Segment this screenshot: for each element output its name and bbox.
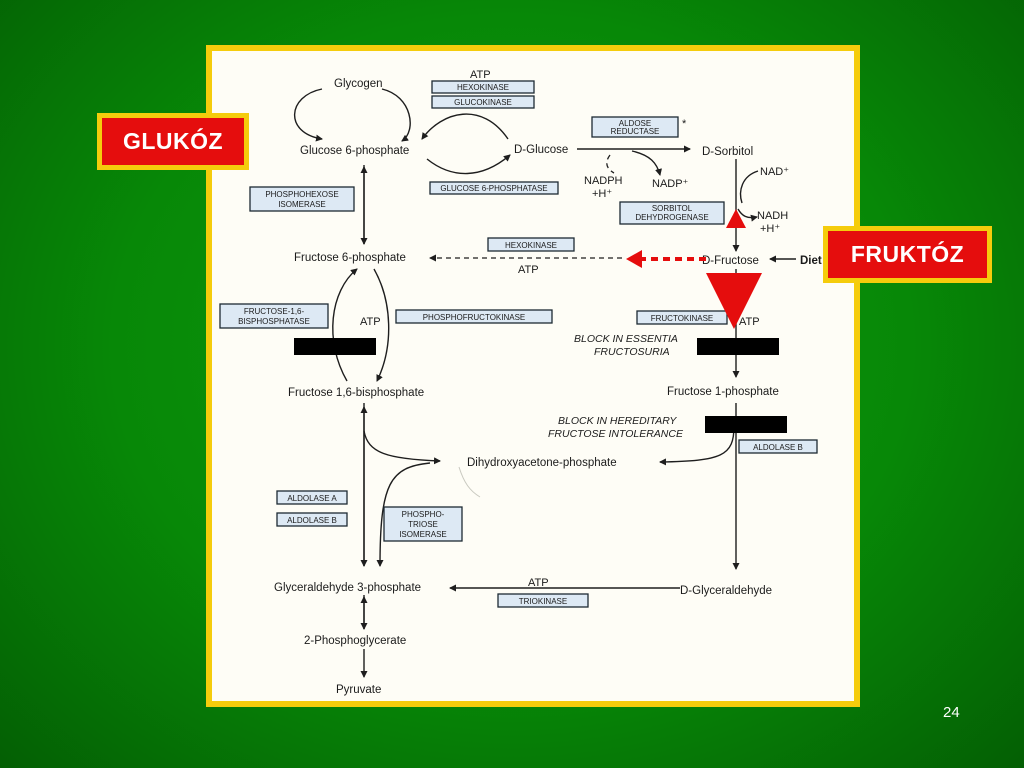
redaction-bars	[294, 338, 787, 433]
node-glycogen: Glycogen	[334, 78, 383, 90]
node-glyceraldehyde-3-phosphate: Glyceraldehyde 3-phosphate	[274, 582, 421, 594]
glucose-to-g6p-arrow	[421, 113, 509, 140]
enzyme-sorbitol-dehydrogenase-1: SORBITOL	[652, 204, 693, 213]
node-d-fructose: D-Fructose	[702, 255, 759, 267]
cofactor-labels: ATP * NADPH +H⁺ NADP⁺ NAD⁺ NADH +H⁺ ATP …	[360, 69, 789, 589]
red-highlights	[626, 209, 762, 329]
nadh-curve-arrow	[737, 208, 758, 222]
enzyme-sorbitol-dehydrogenase-2: DEHYDROGENASE	[635, 213, 708, 222]
red-up-arrowhead	[726, 209, 746, 228]
f1p-to-dhap-arrow	[659, 425, 735, 466]
node-fructose-6-phosphate: Fructose 6-phosphate	[294, 252, 406, 264]
cofactor-atp-top: ATP	[470, 69, 491, 81]
enzyme-fructose-bisphosphatase-2: BISPHOSPHATASE	[238, 317, 310, 326]
pathway-arrows	[294, 88, 796, 678]
f6p-to-f16bp-arrow	[373, 268, 390, 382]
enzyme-hexokinase-mid: HEXOKINASE	[505, 241, 557, 250]
redaction-bar-right	[697, 338, 779, 355]
dhap-to-gap-arrow	[376, 462, 431, 567]
note-hereditary-intolerance-2: FRUCTOSE INTOLERANCE	[548, 428, 684, 440]
glucose6p-to-glycogen-arrow	[381, 88, 411, 142]
nad-curve-arrow	[739, 170, 759, 204]
f16bp-to-dhap-arrow	[363, 430, 441, 465]
nadph-dotted-arrow	[606, 154, 615, 174]
enzyme-aldolase-b-right: ALDOLASE B	[753, 443, 803, 452]
enzyme-glucose-6-phosphatase: GLUCOSE 6-PHOSPHATASE	[440, 184, 547, 193]
enzyme-phosphotriose-isomerase-3: ISOMERASE	[399, 530, 447, 539]
glycogen-to-glucose6p-arrow	[294, 88, 323, 142]
cofactor-nadp: NADP⁺	[652, 178, 689, 190]
node-d-glucose: D-Glucose	[514, 144, 568, 156]
enzyme-aldolase-b-left: ALDOLASE B	[287, 516, 337, 525]
node-d-sorbitol: D-Sorbitol	[702, 146, 753, 158]
node-glucose-6-phosphate: Glucose 6-phosphate	[300, 145, 409, 157]
page-number: 24	[943, 704, 960, 721]
cofactor-nadph: NADPH	[584, 175, 623, 187]
redaction-bar-lower	[705, 416, 787, 433]
cofactor-h-plus-left: +H⁺	[592, 188, 612, 200]
enzyme-aldolase-a: ALDOLASE A	[287, 494, 337, 503]
red-down-triangle	[706, 273, 762, 329]
f16bp-to-f6p-arrow	[332, 268, 358, 382]
block-notes: BLOCK IN ESSENTIA FRUCTOSURIA BLOCK IN H…	[548, 333, 684, 440]
enzyme-labels: HEXOKINASE GLUCOKINASE ALDOSE REDUCTASE …	[219, 80, 818, 608]
enzyme-phosphohexose-isomerase-1: PHOSPHOHEXOSE	[265, 190, 338, 199]
fructose-metabolism-diagram: HEXOKINASE GLUCOKINASE ALDOSE REDUCTASE …	[219, 69, 822, 696]
node-pyruvate: Pyruvate	[336, 684, 381, 696]
cofactor-nad: NAD⁺	[760, 166, 789, 178]
enzyme-phosphofructokinase: PHOSPHOFRUCTOKINASE	[423, 313, 526, 322]
enzyme-phosphohexose-isomerase-2: ISOMERASE	[278, 200, 326, 209]
glukoz-callout: GLUKÓZ	[97, 113, 249, 170]
cofactor-atp-fructokinase: ATP	[739, 316, 760, 328]
enzyme-aldose-reductase-1: ALDOSE	[619, 119, 651, 128]
node-fructose-1-6-bisphosphate: Fructose 1,6-bisphosphate	[288, 387, 424, 399]
metabolite-labels: Glycogen Glucose 6-phosphate D-Glucose D…	[274, 78, 822, 696]
node-d-glyceraldehyde: D-Glyceraldehyde	[680, 585, 772, 597]
enzyme-hexokinase-top: HEXOKINASE	[457, 83, 509, 92]
enzyme-phosphotriose-isomerase-2: TRIOSE	[408, 520, 438, 529]
enzyme-aldose-reductase-2: REDUCTASE	[611, 127, 660, 136]
nadp-curve-arrow	[631, 150, 662, 176]
cofactor-nadh: NADH	[757, 210, 788, 222]
g6p-to-glucose-arrow	[426, 154, 511, 175]
fruktoz-callout: FRUKTÓZ	[823, 226, 992, 283]
cofactor-h-plus-right: +H⁺	[760, 223, 780, 235]
figure-frame: HEXOKINASE GLUCOKINASE ALDOSE REDUCTASE …	[206, 45, 860, 707]
cofactor-atp-pfk: ATP	[360, 316, 381, 328]
cofactor-atp-triokinase: ATP	[528, 577, 549, 589]
note-essential-fructosuria-2: FRUCTOSURIA	[594, 346, 670, 358]
enzyme-fructokinase: FRUCTOKINASE	[651, 314, 714, 323]
node-dihydroxyacetone-phosphate: Dihydroxyacetone-phosphate	[467, 457, 617, 469]
enzyme-phosphotriose-isomerase-1: PHOSPHO-	[402, 510, 445, 519]
node-fructose-1-phosphate: Fructose 1-phosphate	[667, 386, 779, 398]
enzyme-triokinase: TRIOKINASE	[519, 597, 567, 606]
note-essential-fructosuria-1: BLOCK IN ESSENTIA	[574, 333, 678, 345]
redaction-bar-left	[294, 338, 376, 355]
cofactor-asterisk: *	[682, 118, 687, 130]
node-diet: Diet	[800, 255, 822, 267]
enzyme-glucokinase: GLUCOKINASE	[454, 98, 512, 107]
cofactor-atp-hexokinase: ATP	[518, 264, 539, 276]
enzyme-fructose-bisphosphatase-1: FRUCTOSE-1,6-	[244, 307, 305, 316]
faint-mark	[458, 466, 481, 498]
note-hereditary-intolerance-1: BLOCK IN HEREDITARY	[558, 415, 677, 427]
red-dashed-arrowhead	[626, 250, 642, 268]
node-2-phosphoglycerate: 2-Phosphoglycerate	[304, 635, 406, 647]
